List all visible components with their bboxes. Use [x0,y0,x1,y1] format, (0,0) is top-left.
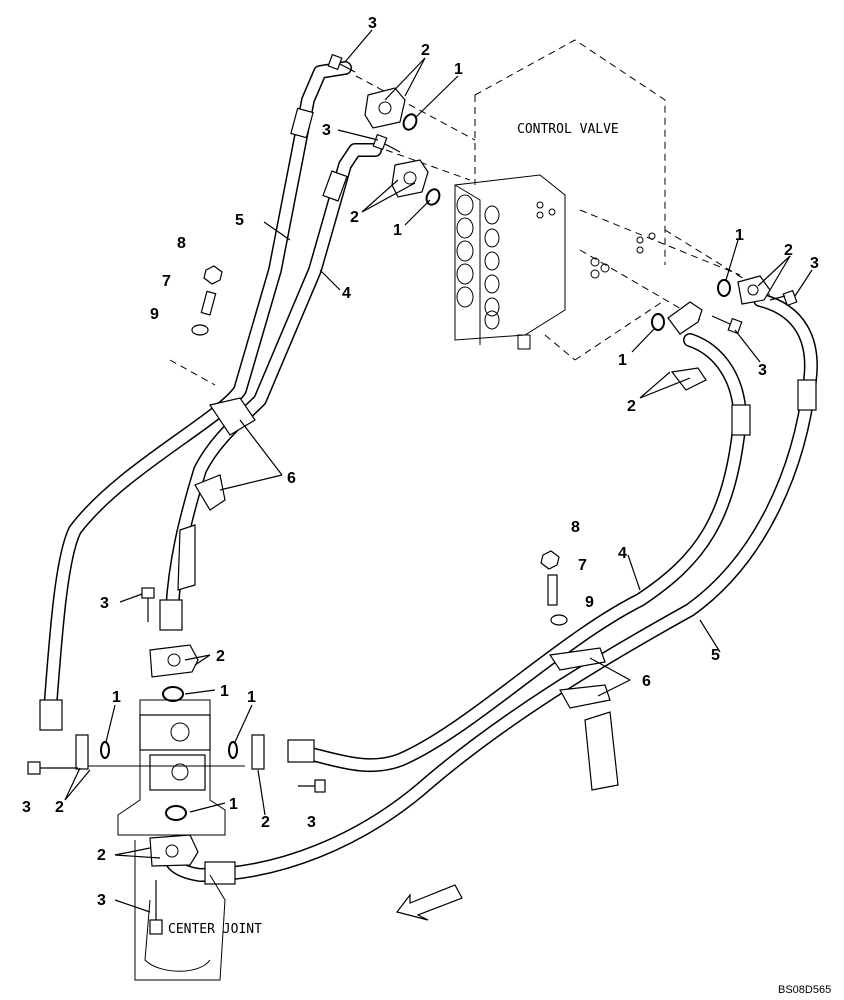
control-valve: CONTROL VALVE [454,39,666,361]
drawing-code: BS08D565 [778,984,831,996]
stud-upper [200,290,217,316]
callout-7: 7 [578,557,587,574]
stud-lower [547,574,558,606]
callout-4: 4 [618,545,627,562]
bolts [27,53,798,935]
control-valve-caption: CONTROL VALVE [517,122,619,137]
callout-1: 1 [618,352,627,369]
callout-3: 3 [758,362,767,379]
hose-5-upper [43,61,352,717]
split-flanges [75,87,771,867]
callout-3: 3 [22,799,31,816]
callout-1: 1 [247,689,256,706]
hose-4-lower [288,333,747,773]
callout-2: 2 [97,847,106,864]
callout-8: 8 [177,235,186,252]
callout-9: 9 [585,594,594,611]
callout-6: 6 [642,673,651,690]
callout-2: 2 [261,814,270,831]
o-rings [100,113,731,821]
callout-3: 3 [810,255,819,272]
callout-3: 3 [100,595,109,612]
direction-arrow [395,884,463,921]
callout-8: 8 [571,519,580,536]
callout-2: 2 [784,242,793,259]
callout-1: 1 [112,689,121,706]
callout-labels: 3 2 1 3 2 1 5 4 8 7 9 1 2 3 1 3 2 6 8 4 … [22,15,819,909]
hose-4-upper [165,143,382,617]
callout-7: 7 [162,273,171,290]
clamp-assemblies [177,265,619,791]
callout-1: 1 [735,227,744,244]
callout-2: 2 [216,648,225,665]
callout-1: 1 [393,222,402,239]
callout-2: 2 [627,398,636,415]
callout-3: 3 [322,122,331,139]
washer-lower [550,614,568,626]
leader-lines [64,29,813,913]
center-joint [85,699,245,981]
callout-2: 2 [55,799,64,816]
callout-5: 5 [235,212,244,229]
center-joint-caption: CENTER JOINT [168,922,262,937]
nut-lower [540,550,560,570]
callout-4: 4 [342,285,351,302]
valve-ports [456,194,656,350]
callout-2: 2 [350,209,359,226]
callout-5: 5 [711,647,720,664]
callout-1: 1 [454,61,463,78]
callout-1: 1 [229,796,238,813]
nut-upper [203,265,223,285]
hose-ferrules [39,107,817,885]
washer-upper [191,324,209,336]
callout-3: 3 [307,814,316,831]
callout-3: 3 [97,892,106,909]
callout-3: 3 [368,15,377,32]
callout-6: 6 [287,470,296,487]
callout-9: 9 [150,306,159,323]
callout-1: 1 [220,683,229,700]
callout-2: 2 [421,42,430,59]
